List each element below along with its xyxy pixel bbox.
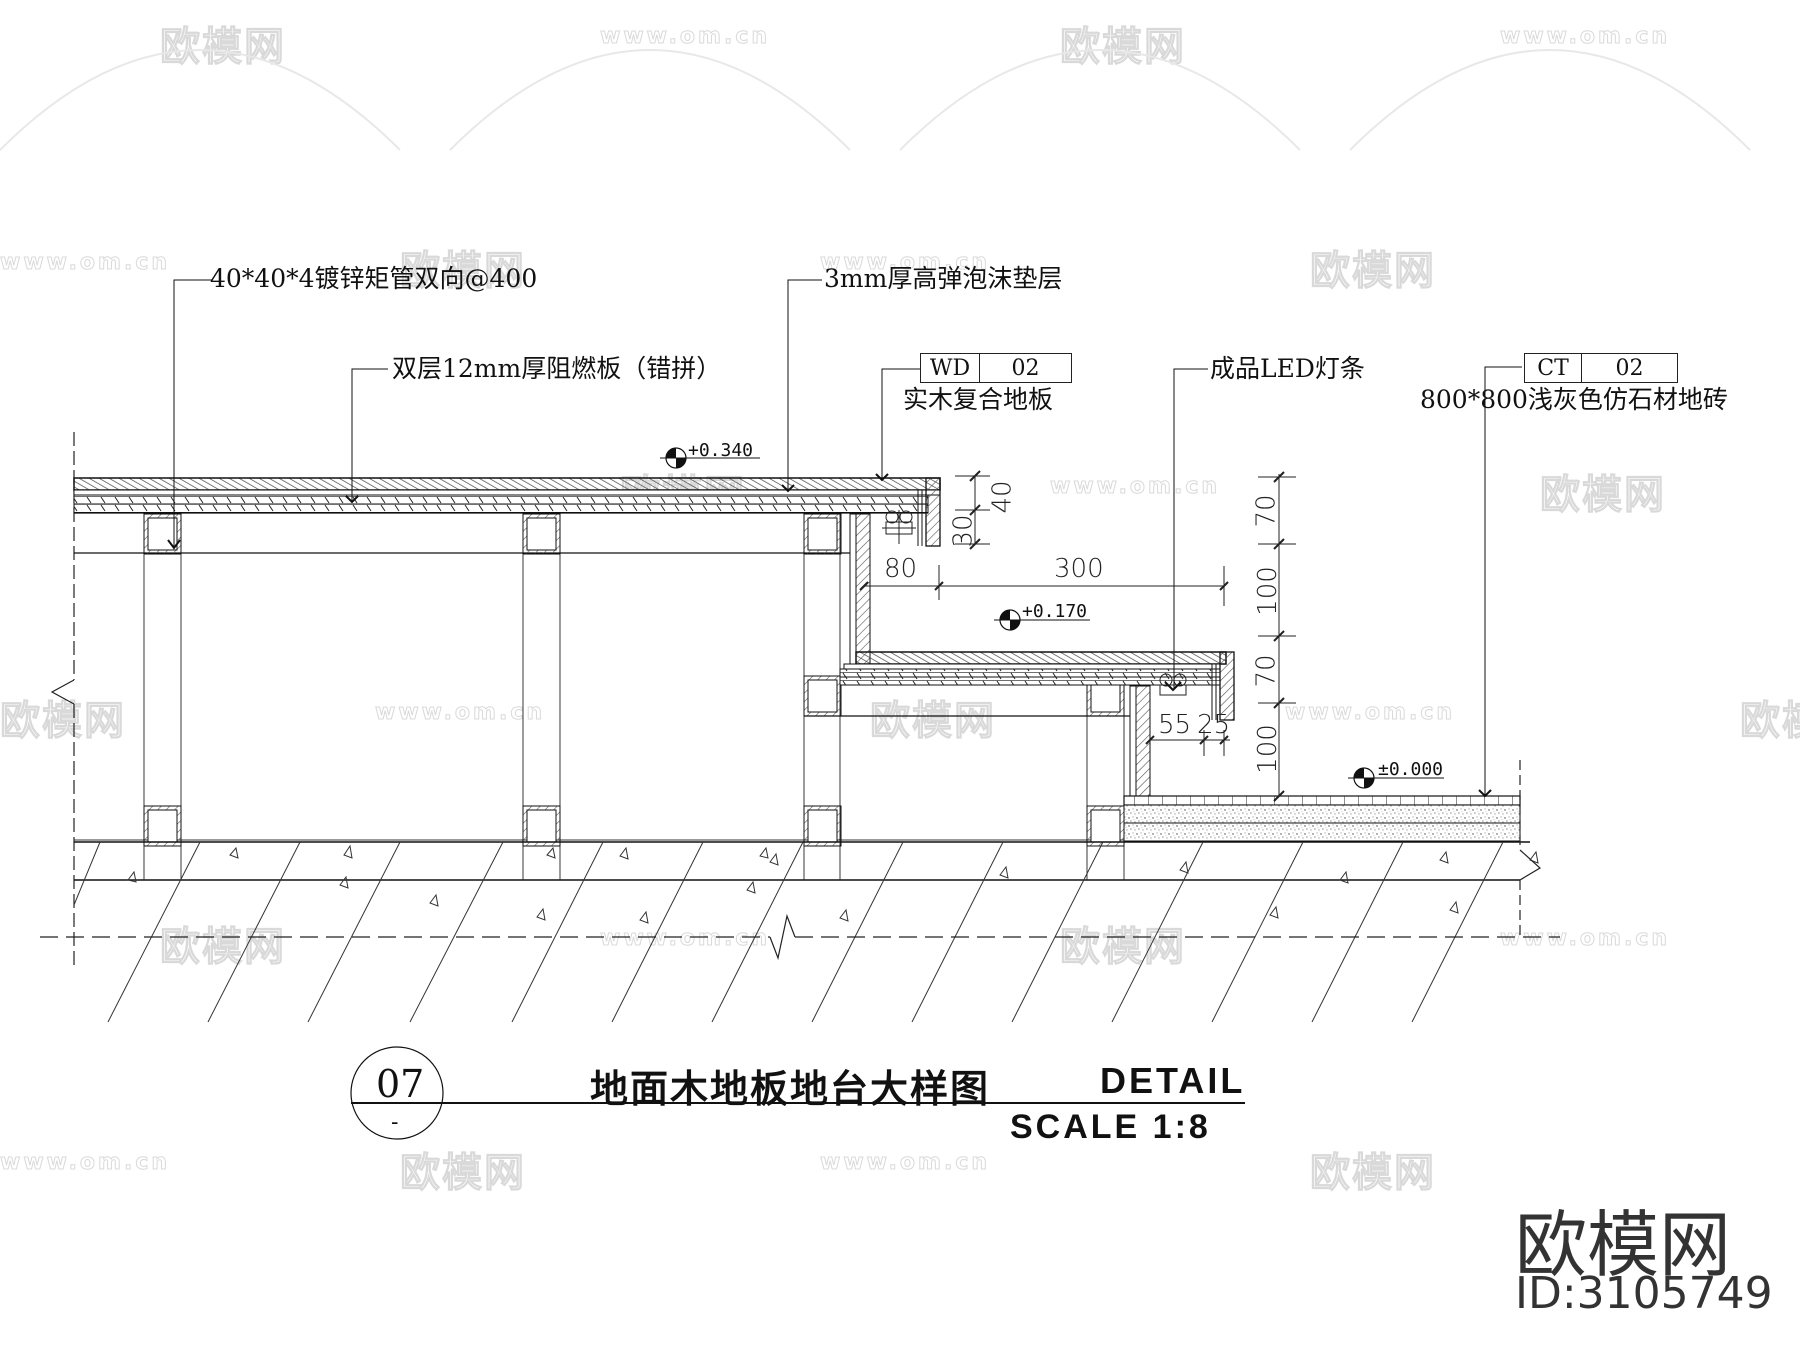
elevation-marker-middle [994, 609, 1090, 631]
elevation-middle: +0.170 [1022, 601, 1088, 622]
callout-wood-floor: 实木复合地板 [903, 385, 1054, 414]
material-tag-wd: WD 02 [920, 353, 1072, 383]
dim-right-chain-2: 100 [1252, 566, 1283, 616]
material-tag-ct: CT 02 [1524, 353, 1678, 383]
drawing-title-en: DETAIL [1100, 1060, 1246, 1101]
dimension-lines [859, 470, 1296, 802]
lower-riser [1129, 685, 1151, 797]
dim-led-gap: 55 [1158, 710, 1192, 740]
concrete-slab [73, 841, 1539, 1023]
dim-led-lip: 25 [1197, 710, 1231, 740]
left-break-line [50, 432, 75, 965]
led-strip-lower [1159, 673, 1187, 696]
ground-tile-floor [1123, 795, 1521, 842]
elevation-ground: ±0.000 [1378, 759, 1444, 780]
leader-lines [167, 279, 1522, 798]
elevation-marker-ground [1348, 767, 1444, 789]
dim-right-chain-3: 70 [1251, 654, 1282, 688]
elevation-upper: +0.340 [688, 440, 754, 461]
callout-steel-tube: 40*40*4镀锌矩管双向@400 [210, 264, 538, 293]
upper-platform-deck [73, 477, 941, 547]
callout-led-strip: 成品LED灯条 [1210, 354, 1365, 383]
material-tag-number: 02 [1011, 355, 1040, 381]
drawing-scale: SCALE 1:8 [1010, 1108, 1211, 1146]
drawing-title: 地面木地板地台大样图 [590, 1067, 991, 1111]
upper-riser [849, 513, 871, 669]
callout-fire-board: 双层12mm厚阻燃板（错拼） [392, 354, 722, 383]
steel-tube-columns [143, 514, 1125, 880]
dim-right-chain-1: 70 [1251, 494, 1282, 528]
callout-foam-pad: 3mm厚高弹泡沫垫层 [824, 264, 1063, 293]
dim-top-step-total: 40 [987, 480, 1018, 514]
dim-setback: 80 [884, 554, 918, 584]
detail-number: 07 [376, 1062, 425, 1106]
middle-platform-deck [839, 651, 1235, 721]
dim-tread: 300 [1054, 554, 1104, 584]
dim-right-chain-4: 100 [1252, 724, 1283, 774]
dim-top-step-inner: 30 [948, 514, 979, 548]
bottom-break-line [40, 913, 1560, 961]
detail-bubble [350, 1046, 1245, 1140]
detail-sheet-ref: - [391, 1110, 399, 1135]
brand-logo-text: 欧模网 [1515, 1203, 1732, 1287]
led-strip-upper [882, 510, 916, 544]
elevation-marker-upper [660, 447, 760, 469]
brand-id: ID:3105749 [1515, 1268, 1773, 1319]
material-tag-number: 02 [1615, 355, 1644, 381]
material-tag-code: CT [1525, 354, 1582, 382]
watermark-arcs [0, 49, 1751, 151]
callout-floor-tile: 800*800浅灰色仿石材地砖 [1420, 385, 1728, 414]
material-tag-code: WD [921, 354, 980, 382]
